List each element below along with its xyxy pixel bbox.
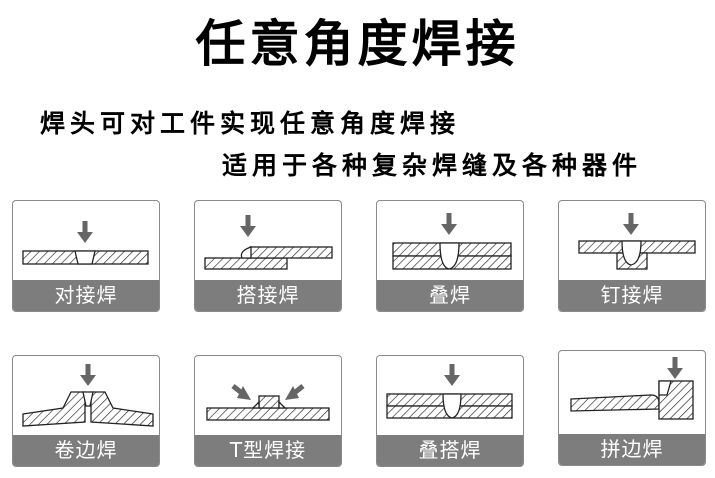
- arrow-down-icon: [80, 375, 96, 386]
- card-edge-weld: 拼边焊: [558, 350, 706, 466]
- arrow-down-icon: [441, 224, 457, 235]
- card-label: 对接焊: [13, 280, 159, 311]
- card-label: T型焊接: [195, 435, 341, 466]
- arrow-down-icon: [77, 232, 93, 243]
- t-weld-diagram: [206, 384, 330, 421]
- stack-weld-diagram: [392, 213, 512, 270]
- card-label: 搭接焊: [195, 280, 341, 311]
- nail-weld-diagram: [578, 213, 696, 270]
- subtitle-line-2: 适用于各种复杂焊缝及各种器件: [222, 151, 643, 180]
- arrow-diagonal-icon: [237, 386, 251, 400]
- card-stack-lap-weld: 叠搭焊: [376, 355, 524, 467]
- curl-weld-diagram: [22, 364, 154, 427]
- page-title: 任意角度焊接: [195, 15, 520, 73]
- edge-weld-diagram: [570, 357, 694, 420]
- card-nail-weld: 钉接焊: [558, 200, 706, 312]
- card-t-weld: T型焊接: [194, 355, 342, 467]
- arrow-down-icon: [240, 226, 256, 237]
- card-curl-weld: 卷边焊: [12, 355, 160, 467]
- card-label: 拼边焊: [559, 434, 705, 465]
- arrow-down-icon: [667, 368, 683, 379]
- arrow-down-icon: [623, 224, 639, 235]
- stack-lap-weld-diagram: [386, 364, 513, 419]
- lap-weld-diagram: [204, 215, 333, 270]
- card-label: 钉接焊: [559, 280, 705, 311]
- card-butt-weld: 对接焊: [12, 200, 160, 312]
- card-label: 叠搭焊: [377, 435, 523, 466]
- card-label: 卷边焊: [13, 435, 159, 466]
- card-label: 叠焊: [377, 280, 523, 311]
- arrow-diagonal-icon: [285, 386, 299, 400]
- card-stack-weld: 叠焊: [376, 200, 524, 312]
- subtitle-line-1: 焊头可对工件实现任意角度焊接: [40, 109, 461, 138]
- butt-weld-diagram: [22, 221, 149, 265]
- arrow-down-icon: [444, 375, 460, 386]
- card-lap-weld: 搭接焊: [194, 200, 342, 312]
